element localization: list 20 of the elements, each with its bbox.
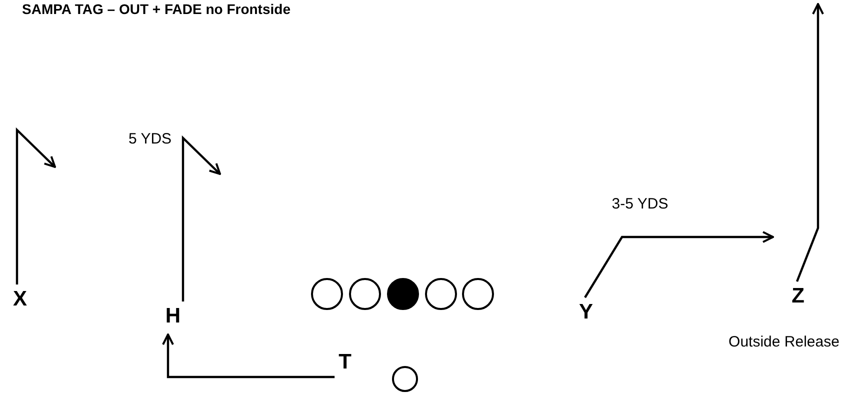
player-label: Z: [792, 286, 804, 306]
yardage-label: 5 YDS: [128, 132, 172, 146]
route-arrow: [584, 231, 774, 298]
yardage-label: 3-5 YDS: [612, 196, 668, 212]
player-label: H: [165, 306, 181, 326]
player-label: Y: [579, 302, 593, 322]
lineman-marker: [349, 278, 381, 310]
lineman-marker: [462, 278, 494, 310]
center-marker: [387, 278, 419, 310]
route-arrow: [182, 135, 221, 302]
lineman-marker: [311, 278, 343, 310]
lineman-marker: [425, 278, 457, 310]
route-note: Outside Release: [728, 334, 840, 350]
lineman-marker: [392, 366, 418, 392]
play-title: SAMPA TAG – OUT + FADE no Frontside: [22, 2, 290, 16]
route-arrow: [162, 334, 335, 378]
route-arrow: [16, 127, 56, 284]
player-label: X: [13, 288, 27, 310]
route-arrow: [796, 3, 824, 282]
player-label: T: [338, 352, 352, 372]
